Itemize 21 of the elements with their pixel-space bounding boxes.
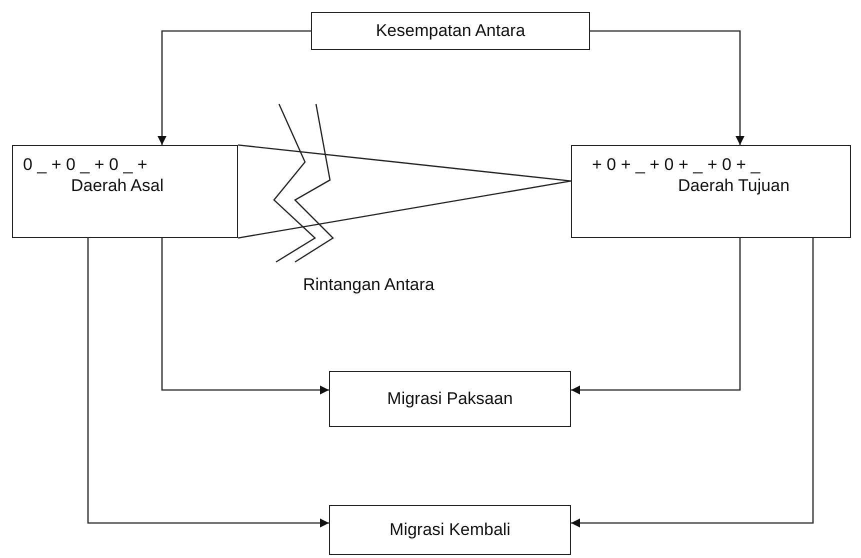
arrow (87, 238, 329, 528)
connector-line (238, 144, 572, 182)
barrier-label: Rintangan Antara (303, 275, 434, 295)
sign-sequence: + 0 + _ + 0 + _ + 0 + _ (591, 154, 762, 176)
process-box (571, 145, 851, 238)
arrow (158, 30, 311, 145)
box-label: Migrasi Kembali (390, 519, 510, 541)
box-label: Daerah Tujuan (677, 175, 791, 196)
process-box (329, 371, 571, 427)
process-box (12, 145, 238, 238)
arrow (590, 30, 744, 145)
box-label: Migrasi Paksaan (387, 388, 513, 410)
box-label: Kesempatan Antara (376, 20, 526, 42)
process-box (329, 505, 571, 555)
sign-sequence: 0 _ + 0 _ + 0 _ + (23, 154, 148, 176)
connector-line (238, 180, 572, 239)
box-label: Daerah Asal (70, 175, 165, 196)
process-box (311, 12, 590, 50)
arrow (161, 238, 329, 394)
arrow (571, 238, 814, 528)
arrow (571, 238, 741, 394)
